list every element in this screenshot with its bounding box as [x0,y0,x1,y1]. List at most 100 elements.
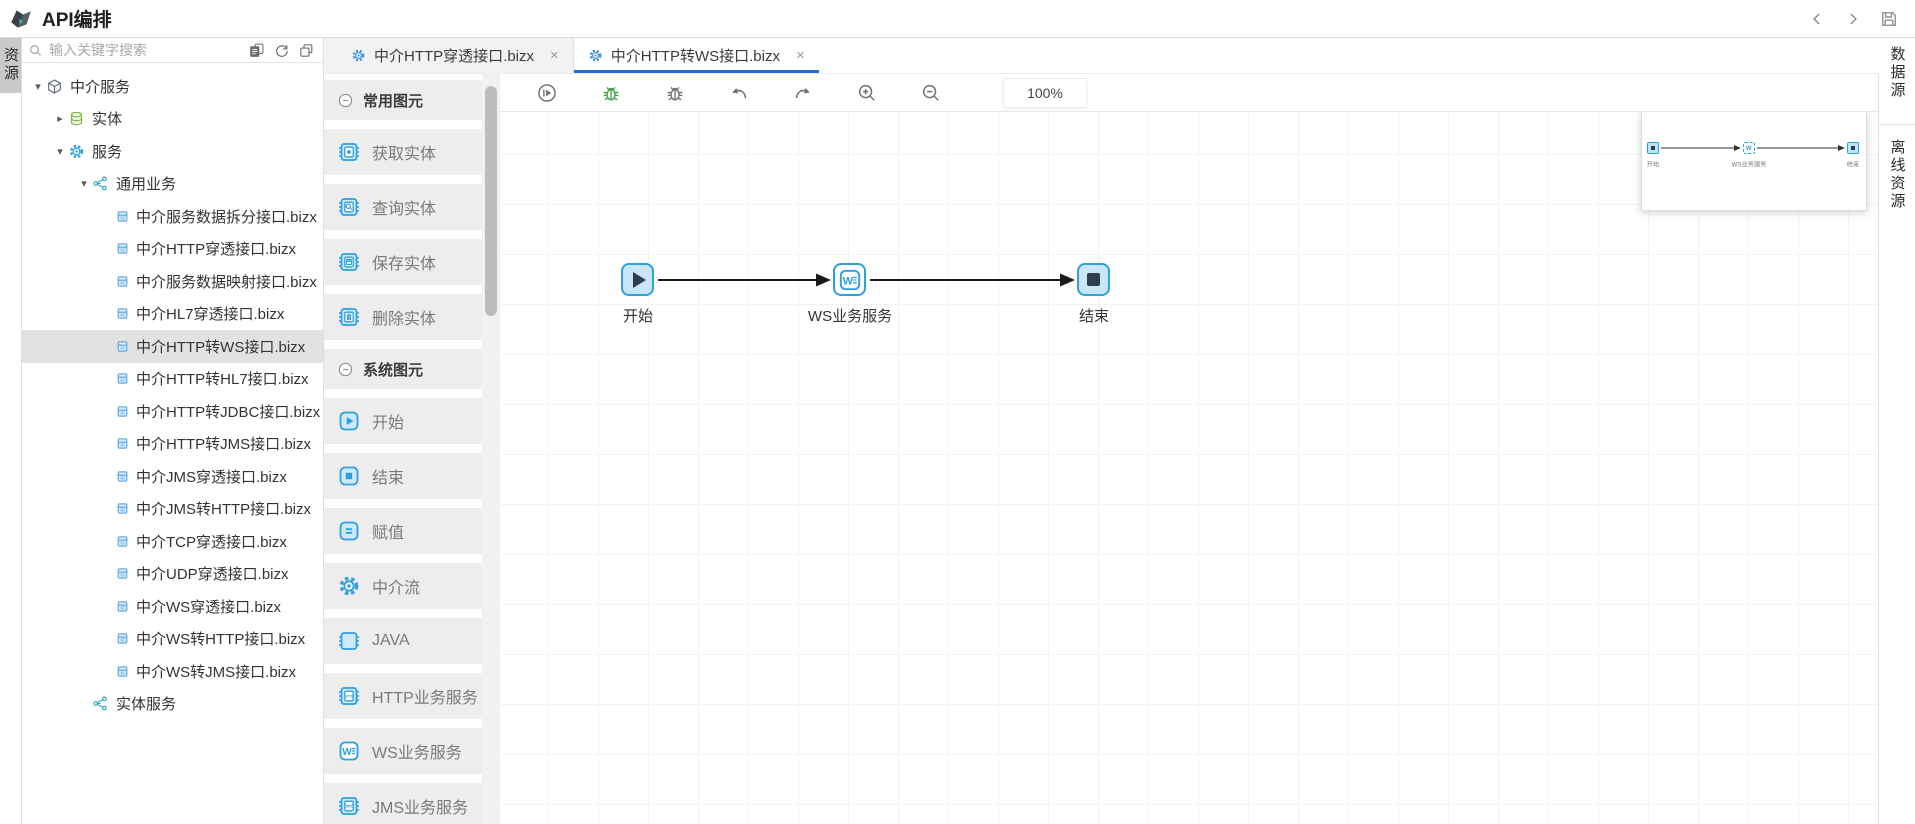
minimap-node-label: WS业务服务 [1731,161,1767,169]
palette-item-java[interactable]: JAVA [324,618,482,664]
tree-item-services[interactable]: 服务 [22,135,323,168]
tab-label: 中介HTTP穿透接口.bizx [374,48,535,65]
search-bar [22,38,323,63]
tree-item-label: 中介WS转JMS接口.bizx [136,663,297,681]
tree-item-label: 中介服务数据拆分接口.bizx [136,208,317,226]
tab-http-to-ws[interactable]: 中介HTTP转WS接口.bizx × [573,38,819,73]
tab-bar-lead [324,38,337,73]
zoom-out-button[interactable] [917,79,945,107]
debug-button[interactable] [597,79,625,107]
ws-service-icon [337,739,361,763]
entity-delete-icon [337,305,361,329]
palette-item-query-entity[interactable]: 查询实体 [324,184,482,230]
tree-item-general-business[interactable]: 通用业务 [22,168,323,201]
tree-item-bizx[interactable]: 中介WS穿透接口.bizx [22,590,323,623]
tab-close-icon[interactable]: × [550,47,559,64]
tree-item-bizx[interactable]: 中介WS转JMS接口.bizx [22,655,323,688]
locate-file-button[interactable] [248,42,265,59]
tab-close-icon[interactable]: × [795,47,805,64]
redo-button[interactable] [789,79,817,107]
tree-item-bizx[interactable]: 中介UDP穿透接口.bizx [22,558,323,591]
palette-item-label: WS业务服务 [372,745,462,762]
tree-item-intermediary-service[interactable]: 中介服务 [22,70,323,103]
zoom-in-button[interactable] [853,79,881,107]
editor-area: 中介HTTP穿透接口.bizx × 中介HTTP转WS接口.bizx × 常用图… [324,38,1879,824]
palette-item-assign[interactable]: 赋值 [324,508,482,554]
expander-icon[interactable] [30,80,46,93]
debug-bug-icon [600,82,622,104]
bizx-file-icon [116,405,129,418]
tree-item-bizx[interactable]: 中介HTTP转HL7接口.bizx [22,363,323,396]
palette-item-mediation-flow[interactable]: 中介流 [324,563,482,609]
zoom-level-control[interactable]: 100% [1003,77,1087,108]
palette-item-ws-service[interactable]: WS业务服务 [324,728,482,774]
tree-item-bizx[interactable]: 中介WS转HTTP接口.bizx [22,623,323,656]
palette-section-common[interactable]: 常用图元 [324,80,482,120]
tree-item-bizx[interactable]: 中介HTTP转JMS接口.bizx [22,428,323,461]
flow-icon [92,695,109,712]
tree-item-bizx[interactable]: 中介JMS穿透接口.bizx [22,460,323,493]
zoom-in-icon [856,82,878,104]
bizx-file-icon [116,275,129,288]
palette-item-end[interactable]: 结束 [324,453,482,499]
ws-icon: W [1746,144,1752,152]
expander-icon[interactable] [52,145,68,158]
zoom-level-value: 100% [1027,84,1063,101]
tree-item-bizx[interactable]: 中介服务数据映射接口.bizx [22,265,323,298]
search-actions [248,42,315,59]
minimap[interactable]: W 开始 WS业务服务 结束 [1641,112,1867,211]
palette-item-delete-entity[interactable]: 删除实体 [324,294,482,340]
tree-item-label: 中介UDP穿透接口.bizx [136,566,289,584]
tree-item-bizx[interactable]: 中介HL7穿透接口.bizx [22,298,323,331]
debug-config-button[interactable] [661,79,689,107]
save-button[interactable] [1877,7,1901,31]
tree-item-bizx[interactable]: 中介HTTP转JDBC接口.bizx [22,395,323,428]
palette-item-get-entity[interactable]: 获取实体 [324,129,482,175]
rail-tab-offline-resources[interactable]: 离线资源 [1879,125,1915,227]
tree-item-entities[interactable]: 实体 [22,103,323,136]
nav-back-button[interactable] [1805,7,1829,31]
undo-button[interactable] [725,79,753,107]
flow-icon [92,175,109,192]
tab-http-passthrough[interactable]: 中介HTTP穿透接口.bizx × [337,38,574,73]
tree-item-label: 服务 [92,143,123,161]
rail-tab-resources[interactable]: 资源 [0,38,21,93]
palette-item-jms-service[interactable]: JMS JMS业务服务 [324,783,482,824]
node-start[interactable] [621,263,654,296]
palette-section-system[interactable]: 系统图元 [324,349,482,389]
content-row: 常用图元 获取实体 查询实体 保存实体 [324,74,1879,824]
flow-canvas[interactable]: 开始 WS业务服务 结束 W [500,112,1878,824]
nav-forward-button[interactable] [1841,7,1865,31]
palette-item-start[interactable]: 开始 [324,398,482,444]
expander-icon[interactable] [76,177,92,190]
tree-item-bizx[interactable]: 中介服务数据拆分接口.bizx [22,200,323,233]
tree-item-bizx[interactable]: 中介JMS转HTTP接口.bizx [22,493,323,526]
refresh-button[interactable] [273,42,290,59]
search-input[interactable] [49,42,242,58]
node-ws-service[interactable] [833,263,866,296]
tree-item-bizx[interactable]: 中介HTTP穿透接口.bizx [22,233,323,266]
expander-icon[interactable] [52,112,68,125]
tree-item-label: 中介TCP穿透接口.bizx [136,533,287,551]
palette-item-label: 中介流 [372,580,421,597]
palette-item-save-entity[interactable]: 保存实体 [324,239,482,285]
run-button[interactable] [533,79,561,107]
tree-item-label: 实体 [92,111,123,129]
palette-scrollbar[interactable] [482,74,500,824]
palette-item-http-service[interactable]: HTTP HTTP业务服务 [324,673,482,719]
tree-item-bizx-selected[interactable]: 中介HTTP转WS接口.bizx [22,330,323,363]
bizx-file-icon [116,340,129,353]
palette-item-label: 开始 [372,415,405,432]
locate-file-icon [248,42,265,59]
app-logo-icon [8,6,34,32]
collapse-all-button[interactable] [298,42,315,59]
bug-icon [664,82,686,104]
tree-item-entity-services[interactable]: 实体服务 [22,688,323,721]
palette-scrollbar-thumb[interactable] [485,86,497,316]
tree-item-bizx[interactable]: 中介TCP穿透接口.bizx [22,525,323,558]
rail-tab-offline-resources-label: 离线资源 [1888,139,1906,211]
node-end[interactable] [1077,263,1110,296]
tree-item-label: 通用业务 [116,176,177,194]
rail-tab-data-sources[interactable]: 数据源 [1879,38,1915,125]
canvas-toolbar: 100% [500,74,1878,112]
